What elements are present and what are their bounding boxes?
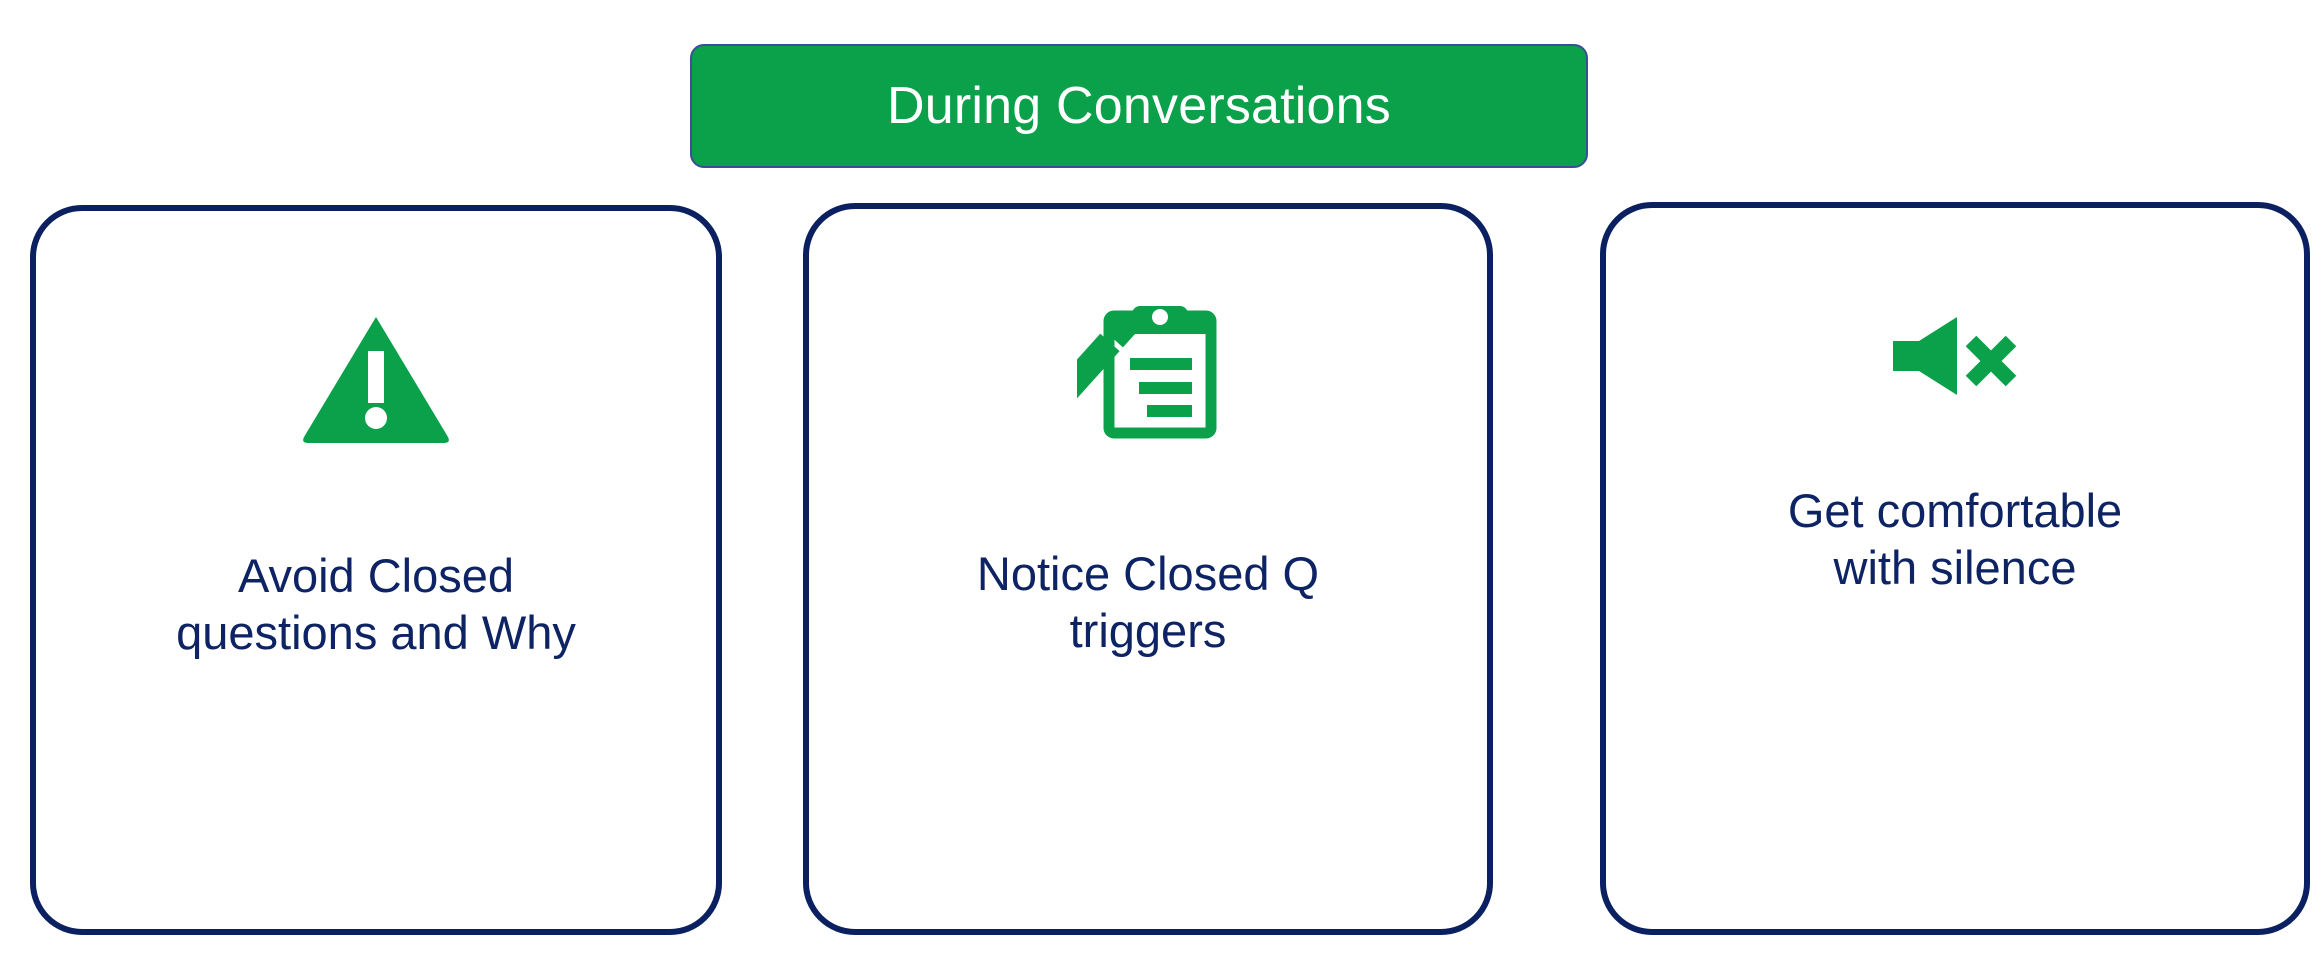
card-icon-container <box>36 301 716 461</box>
section-header-banner: During Conversations <box>690 44 1588 168</box>
section-header-label: During Conversations <box>886 77 1392 135</box>
card-get-comfortable-with-silence[interactable]: Get comfortable with silence <box>1600 202 2310 935</box>
card-avoid-closed-questions[interactable]: Avoid Closed questions and Why <box>30 205 722 935</box>
speaker-mute-icon <box>1893 315 2017 402</box>
card-label: Get comfortable with silence <box>1787 484 2123 595</box>
card-label: Notice Closed Q triggers <box>976 547 1320 658</box>
card-label: Avoid Closed questions and Why <box>176 549 576 660</box>
card-icon-container <box>809 287 1487 447</box>
card-notice-closed-q-triggers[interactable]: Notice Closed Q triggers <box>803 203 1493 935</box>
warning-triangle-icon <box>301 313 451 450</box>
clipboard-pencil-icon <box>1047 290 1219 445</box>
card-icon-container <box>1606 298 2304 418</box>
